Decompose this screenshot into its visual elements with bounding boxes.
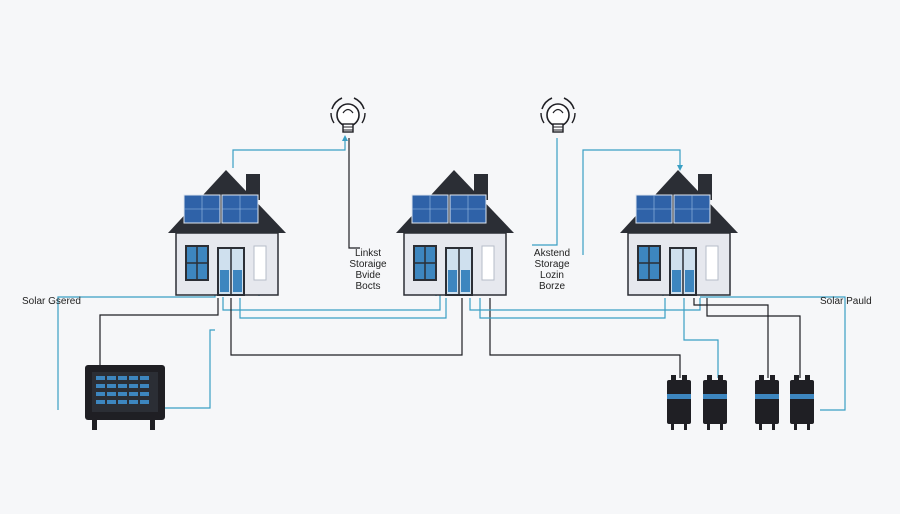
house-icon <box>395 169 515 296</box>
lightbulb-icon <box>540 97 576 133</box>
wires <box>57 135 846 411</box>
wire-house1-house2 <box>222 285 441 311</box>
wire-inverter-house1 <box>99 298 219 370</box>
middle-right-line: Borze <box>538 281 566 292</box>
wire-house3-bat2 <box>683 298 719 378</box>
wire-house3-bat3 <box>693 298 769 378</box>
house-icon <box>167 169 287 296</box>
middle-right-line: Akstend <box>533 248 571 259</box>
lightbulb-icon <box>330 97 366 133</box>
house-icon <box>619 169 739 296</box>
inverter-icon <box>85 365 165 430</box>
middle-right-line: Storage <box>534 259 570 270</box>
wire-house2-house3 <box>479 298 666 319</box>
right-side-label: Solar Pauld <box>820 296 872 307</box>
wire-center-bus-left <box>230 298 463 356</box>
middle-left-line: Linkst <box>354 248 382 259</box>
wire-bulb1-house1 <box>232 135 348 168</box>
left-side-label: Solar Gsered <box>22 296 81 307</box>
wire-house3-bulb <box>582 149 683 255</box>
middle-right-label: Akstend Storage Lozin Borze <box>526 248 578 292</box>
wire-house2-right <box>469 298 701 311</box>
battery-icon <box>755 375 779 430</box>
battery-icon <box>790 375 814 430</box>
middle-left-line: Bvide <box>355 270 381 281</box>
wire-house1-inner <box>239 298 447 319</box>
middle-left-label: Linkst Storaige Bvide Bocts <box>343 248 393 292</box>
wire-center-bus-right <box>489 298 681 378</box>
middle-left-line: Storaige <box>349 259 387 270</box>
middle-right-line: Lozin <box>540 270 564 281</box>
battery-icon <box>703 375 727 430</box>
battery-icon <box>667 375 691 430</box>
middle-left-line: Bocts <box>355 281 381 292</box>
wire-right-bus <box>700 296 846 411</box>
wire-house3-bat4 <box>706 298 801 378</box>
wire-bulb2-center <box>532 138 558 246</box>
wire-bulb1-center <box>348 138 360 249</box>
wire-inverter-feed <box>165 329 215 409</box>
